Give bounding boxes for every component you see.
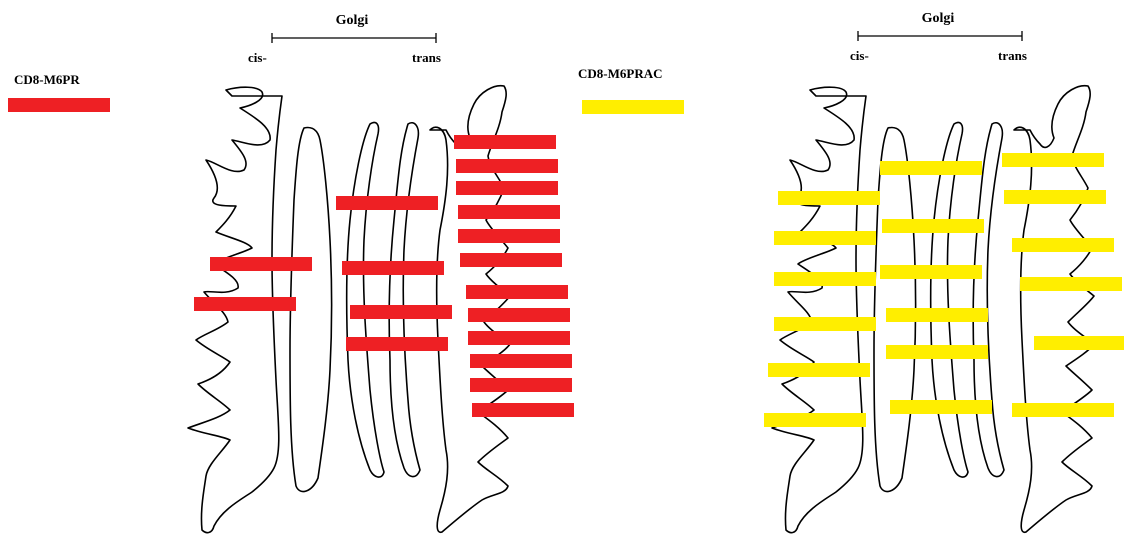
- right-marker: [882, 219, 984, 233]
- left-legend: CD8-M6PR: [8, 72, 110, 112]
- left-marker: [468, 308, 570, 322]
- left-legend-swatch: [8, 98, 110, 112]
- right-golgi-axis: Golgi cis- trans: [850, 11, 1027, 63]
- right-legend-swatch: [582, 100, 684, 114]
- right-marker: [1002, 153, 1104, 167]
- left-marker: [472, 403, 574, 417]
- right-marker: [1004, 190, 1106, 204]
- left-marker: [470, 354, 572, 368]
- left-marker: [194, 297, 296, 311]
- right-legend: CD8-M6PRAC: [578, 66, 684, 114]
- right-marker: [890, 400, 992, 414]
- left-trans-label: trans: [412, 50, 441, 65]
- left-legend-label: CD8-M6PR: [14, 72, 80, 87]
- right-legend-label: CD8-M6PRAC: [578, 66, 662, 81]
- right-panel: Golgi cis- trans CD8-M6PRAC: [578, 11, 1124, 533]
- left-marker: [470, 378, 572, 392]
- left-cis-label: cis-: [248, 50, 267, 65]
- right-marker: [774, 272, 876, 286]
- right-marker: [778, 191, 880, 205]
- left-golgi-title: Golgi: [336, 13, 369, 28]
- right-marker: [880, 265, 982, 279]
- right-marker: [774, 317, 876, 331]
- left-marker: [210, 257, 312, 271]
- left-marker: [466, 285, 568, 299]
- right-marker: [1012, 238, 1114, 252]
- right-cis-label: cis-: [850, 48, 869, 63]
- right-marker: [764, 413, 866, 427]
- left-panel: Golgi cis- trans CD8-M6PR: [8, 13, 574, 533]
- left-marker: [458, 205, 560, 219]
- right-trans-label: trans: [998, 48, 1027, 63]
- left-marker: [336, 196, 438, 210]
- right-marker: [1020, 277, 1122, 291]
- right-marker: [1034, 336, 1124, 350]
- right-marker: [886, 345, 988, 359]
- left-marker: [346, 337, 448, 351]
- left-marker: [456, 159, 558, 173]
- right-marker: [1012, 403, 1114, 417]
- left-marker: [454, 135, 556, 149]
- left-marker: [456, 181, 558, 195]
- right-marker: [880, 161, 982, 175]
- left-marker: [460, 253, 562, 267]
- left-marker: [350, 305, 452, 319]
- right-golgi-title: Golgi: [922, 11, 955, 26]
- right-marker: [768, 363, 870, 377]
- left-marker: [468, 331, 570, 345]
- left-marker: [342, 261, 444, 275]
- left-markers: [194, 135, 574, 417]
- left-golgi-axis: Golgi cis- trans: [248, 13, 441, 65]
- left-marker: [458, 229, 560, 243]
- right-marker: [774, 231, 876, 245]
- right-marker: [886, 308, 988, 322]
